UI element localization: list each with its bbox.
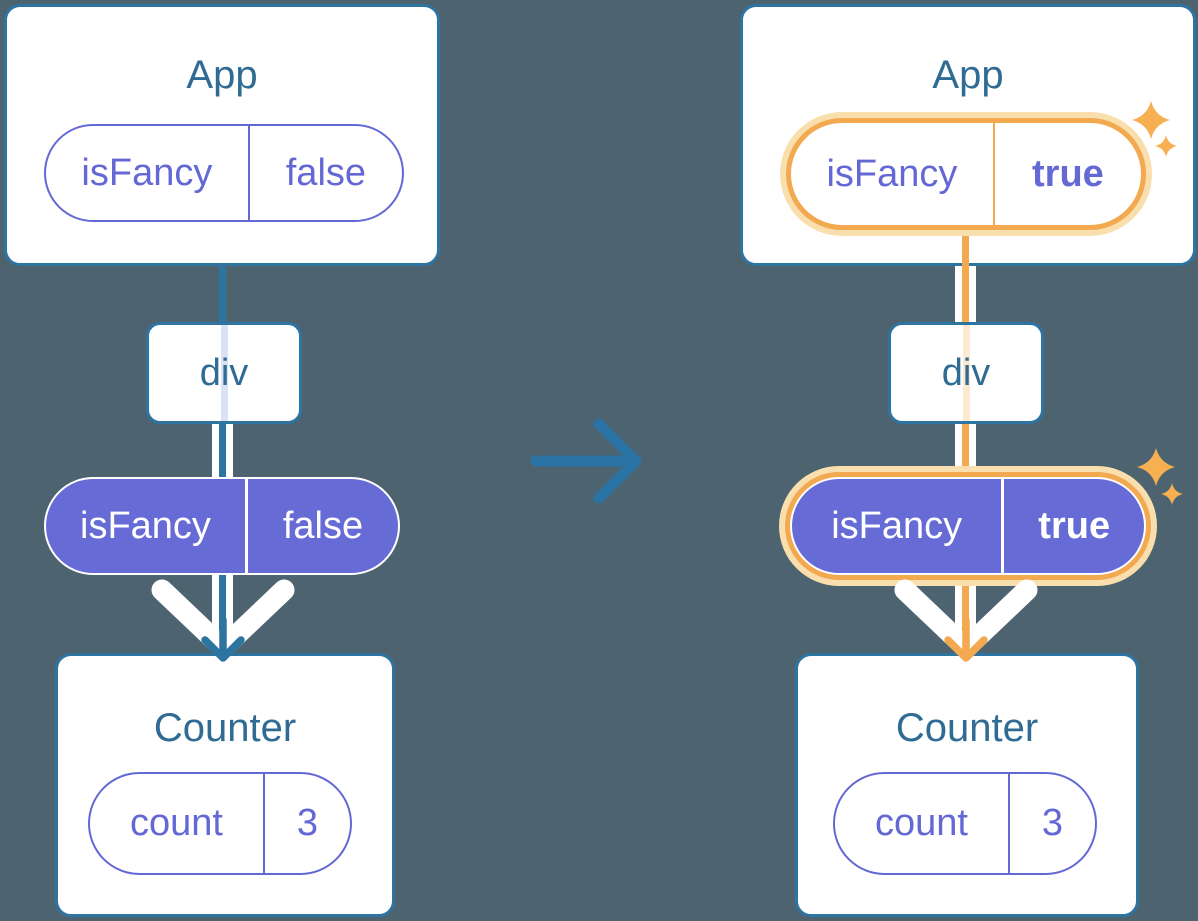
sparkles-icon bbox=[1137, 448, 1183, 505]
left-app-to-div-connector bbox=[219, 263, 226, 325]
state-name-cell: count bbox=[90, 774, 265, 873]
left-counter-state-pill: count 3 bbox=[88, 772, 352, 875]
left-prop-flow-line bbox=[219, 420, 226, 482]
right-div-label: div bbox=[941, 351, 991, 394]
right-prop-flow-line bbox=[962, 568, 969, 628]
left-app-title: App bbox=[186, 53, 258, 97]
left-render-flow-line bbox=[226, 568, 233, 634]
prop-name-cell: isFancy bbox=[46, 479, 248, 573]
right-render-flow-line bbox=[969, 568, 976, 634]
right-render-flow-line bbox=[969, 264, 976, 325]
state-value-cell: 3 bbox=[296, 802, 318, 844]
left-counter-title: Counter bbox=[153, 706, 297, 750]
right-prop-flow-line bbox=[962, 420, 969, 482]
left-div-label: div bbox=[199, 351, 249, 394]
right-counter-title: Counter bbox=[895, 706, 1039, 750]
right-render-flow-line bbox=[969, 420, 976, 482]
prop-value-cell: true bbox=[1038, 504, 1111, 547]
state-name-cell: count bbox=[835, 774, 1010, 873]
right-prop-trace-line bbox=[962, 325, 970, 421]
right-app-title: App bbox=[932, 53, 1004, 97]
prop-name-cell: isFancy bbox=[46, 126, 250, 220]
arrow-right-icon bbox=[530, 418, 642, 504]
right-prop-flow-line bbox=[962, 226, 969, 270]
left-render-flow-line bbox=[212, 568, 219, 634]
left-prop-trace-line bbox=[220, 325, 228, 421]
prop-value-cell: false bbox=[285, 151, 367, 194]
left-render-flow-line bbox=[212, 420, 219, 482]
left-div-box: div bbox=[146, 322, 302, 424]
left-render-flow-line bbox=[226, 420, 233, 482]
prop-value-cell: false bbox=[282, 504, 364, 547]
right-app-prop-pill-highlighted: isFancy true bbox=[786, 118, 1146, 230]
prop-name-cell: isFancy bbox=[791, 123, 995, 225]
right-div-box: div bbox=[888, 322, 1044, 424]
left-prop-flow-line bbox=[219, 568, 226, 628]
left-app-prop-pill: isFancy false bbox=[44, 124, 404, 222]
right-prop-flow-line bbox=[962, 264, 969, 325]
right-render-flow-line bbox=[955, 420, 962, 482]
right-render-flow-line bbox=[955, 264, 962, 325]
right-passed-prop-pill-highlighted: isFancy true bbox=[790, 477, 1146, 575]
prop-value-cell: true bbox=[1032, 152, 1104, 195]
state-value-cell: 3 bbox=[1041, 802, 1063, 844]
right-render-flow-line bbox=[955, 568, 962, 634]
prop-name-cell: isFancy bbox=[792, 479, 1005, 573]
right-counter-state-pill: count 3 bbox=[833, 772, 1097, 875]
left-passed-prop-pill: isFancy false bbox=[44, 477, 400, 575]
